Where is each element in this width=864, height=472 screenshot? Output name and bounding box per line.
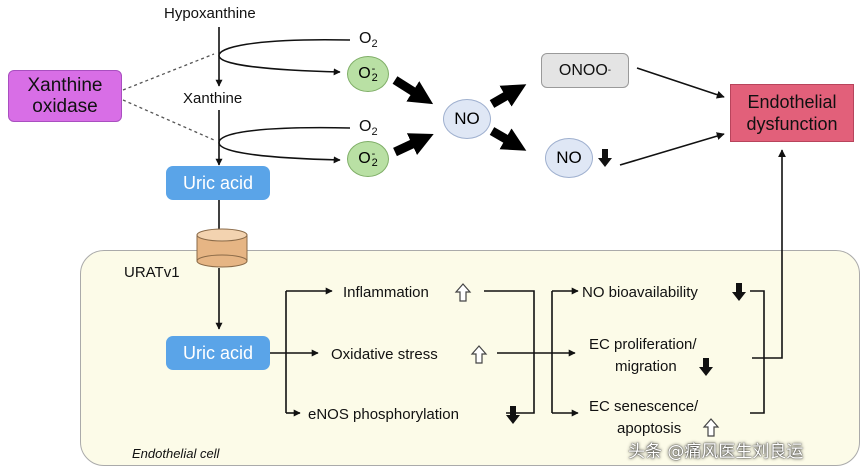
oxygen-label-top: O2 [359,30,378,51]
oxidative-stress-label: Oxidative stress [331,346,438,363]
collector-bracket [750,290,765,414]
bold-arrow-no-to-onoo [489,84,527,108]
nitric-oxide-node: NO [443,99,491,139]
dotted-link-xo-hypoxanthine [122,53,215,91]
peroxynitrite-box: ONOO- [541,53,629,88]
ec-proliferation-label-line2: migration [615,358,677,375]
ec-senescence-label-line1: EC senescence/ [589,398,699,415]
dotted-link-xo-xanthine [122,99,215,141]
ec-senescence-label-line2: apoptosis [617,420,682,437]
watermark-text: 头条 @痛风医生刘良运 [628,442,804,462]
decrease-icon-reduced-no [598,149,612,167]
increase-icon-inflammation [454,283,472,302]
arrow-no-to-endothelial-dysfunction [619,132,725,166]
decrease-icon-ec-proliferation [699,358,713,376]
uratv1-transporter-icon [196,228,248,268]
arrow-o2-to-superoxide-top [218,38,351,76]
reduced-nitric-oxide-node: NO [545,138,593,178]
decrease-icon-enos [506,406,520,424]
bold-arrow-superoxide-bottom-to-no [393,133,434,157]
inflammation-label: Inflammation [343,284,429,301]
superoxide-node-bottom: O-2 [347,141,389,177]
arrow-outcomes-to-endothelial-dysfunction [752,149,786,359]
bold-arrow-superoxide-top-to-no [392,76,434,105]
decrease-icon-no-bioavailability [732,283,746,301]
uric-acid-intracellular-box: Uric acid [166,336,270,370]
peroxynitrite-label: ONOO [558,61,608,79]
no-bioavailability-label: NO bioavailability [582,284,698,301]
endothelial-dysfunction-label: Endothelial dysfunction [746,92,838,134]
uric-acid-extracellular-box: Uric acid [166,166,270,200]
endothelial-cell-label: Endothelial cell [132,446,220,461]
hypoxanthine-label: Hypoxanthine [164,5,256,22]
endothelial-dysfunction-box: Endothelial dysfunction [730,84,854,142]
xanthine-oxidase-label: Xanthine oxidase [27,75,103,117]
xanthine-label: Xanthine [183,90,243,107]
increase-icon-oxidative-stress [470,345,488,364]
enos-phosphorylation-label: eNOS phosphorylation [308,406,459,423]
uratv1-label: URATv1 [124,264,180,281]
superoxide-node-top: O-2 [347,56,389,92]
arrow-onoo-to-endothelial-dysfunction [636,67,725,99]
bold-arrow-no-to-reduced-no [489,127,527,151]
ec-proliferation-label-line1: EC proliferation/ [589,336,697,353]
line-inflammation-to-merge [484,290,535,414]
arrow-o2-to-superoxide-bottom [218,126,351,164]
xanthine-oxidase-box: Xanthine oxidase [8,70,122,122]
increase-icon-ec-senescence [702,418,720,437]
oxygen-label-bottom: O2 [359,118,378,139]
